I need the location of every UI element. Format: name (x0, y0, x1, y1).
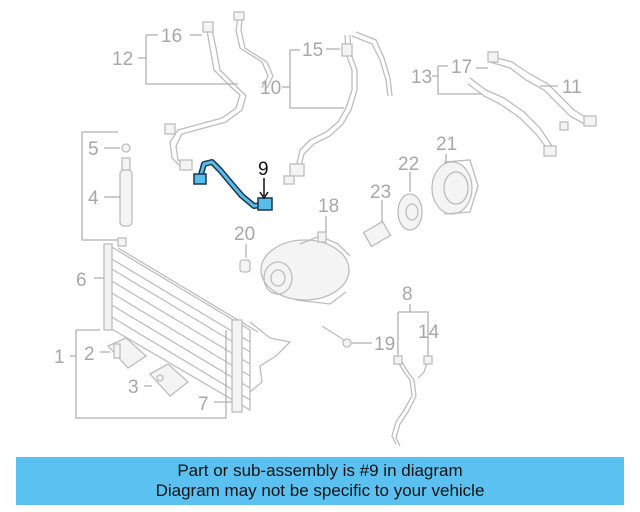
part-8-14-hose: 8 14 (391, 284, 440, 447)
label-4: 4 (88, 188, 99, 209)
part-16-12-hose (164, 11, 274, 171)
label-8: 8 (402, 284, 413, 305)
label-3: 3 (128, 377, 139, 398)
banner-line-2: Diagram may not be specific to your vehi… (155, 481, 485, 500)
part-15-10-hose (283, 31, 393, 185)
part-5-4-dryer: 5 4 (81, 131, 133, 241)
label-16: 16 (161, 26, 182, 47)
label-15: 15 (302, 40, 323, 61)
label-5: 5 (88, 139, 99, 160)
label-19: 19 (374, 334, 395, 355)
label-group-10-15: 15 10 (260, 40, 344, 109)
label-9: 9 (258, 159, 269, 180)
part-2-bracket: 2 (84, 337, 148, 369)
label-14: 14 (418, 322, 440, 343)
part-21-pulley: 21 (431, 134, 479, 215)
label-13: 13 (411, 67, 432, 88)
label-18: 18 (318, 196, 339, 217)
label-2: 2 (84, 344, 95, 365)
label-group-11-13-17: 17 13 11 (411, 57, 582, 98)
info-banner: Part or sub-assembly is #9 in diagram Di… (16, 457, 624, 505)
label-7: 7 (198, 394, 209, 415)
label-22: 22 (398, 154, 419, 175)
label-23: 23 (370, 182, 391, 203)
banner-line-1: Part or sub-assembly is #9 in diagram (177, 461, 463, 480)
part-22-clutch-plate: 22 (397, 154, 423, 231)
part-3-bracket: 3 (128, 363, 190, 398)
part-20: 20 (234, 224, 255, 273)
label-21: 21 (436, 134, 457, 155)
label-20: 20 (234, 224, 255, 245)
label-10: 10 (260, 78, 281, 99)
label-1: 1 (54, 347, 65, 368)
label-12: 12 (112, 49, 133, 70)
label-17: 17 (451, 57, 472, 78)
part-23: 23 (362, 182, 392, 248)
part-19-bolt: 19 (321, 325, 395, 355)
label-11: 11 (562, 77, 582, 98)
part-18-compressor: 18 (260, 196, 351, 305)
part-1-condenser: 1 6 7 (54, 237, 292, 419)
label-group-12-16: 16 12 (112, 26, 238, 85)
label-6: 6 (76, 270, 87, 291)
part-9-hose-highlighted: 9 (193, 159, 273, 211)
